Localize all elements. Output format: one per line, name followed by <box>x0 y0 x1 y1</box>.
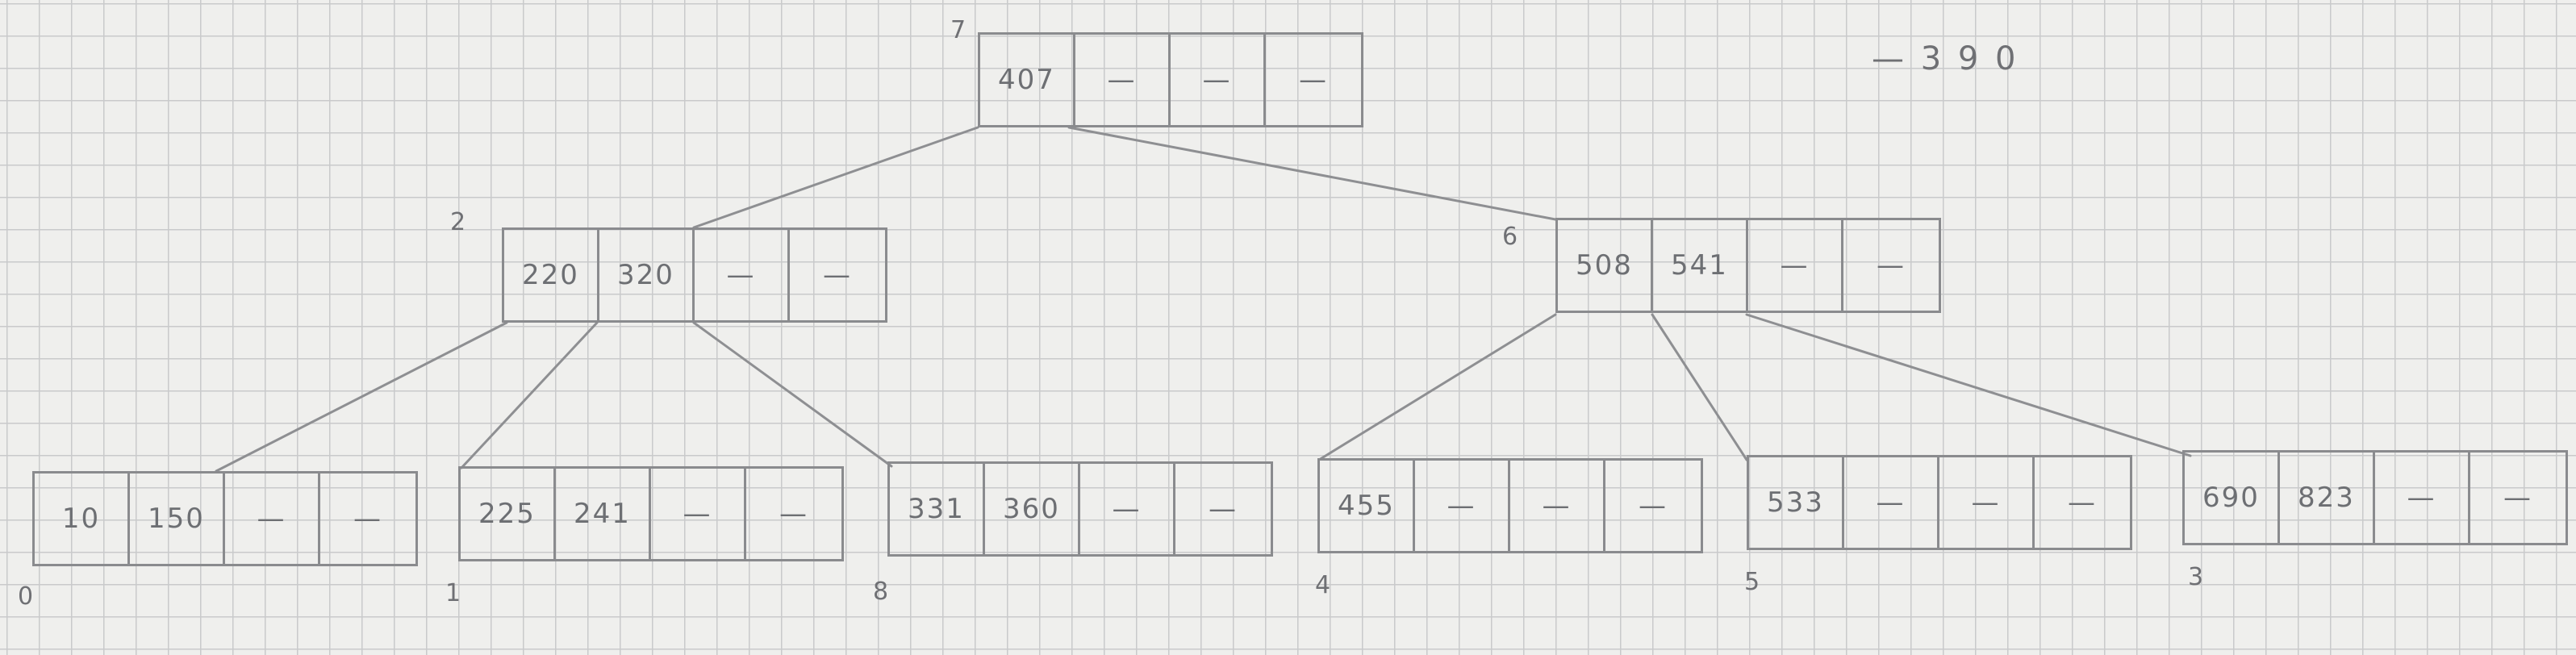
key-cell: 360 <box>985 464 1080 554</box>
annotation-note: — 3 9 0 <box>1872 40 2019 77</box>
key-cell: 320 <box>599 230 695 320</box>
node-label: 3 <box>2188 563 2204 591</box>
key-cell: — <box>1877 249 1906 282</box>
key-cell: — <box>1171 35 1266 125</box>
edge-2-to-8 <box>692 321 893 468</box>
key-cell: — <box>1748 220 1843 311</box>
key-cell: — <box>1075 35 1171 125</box>
node-label: 6 <box>1502 223 1518 251</box>
node-label: 2 <box>450 208 466 236</box>
edge-7-to-6 <box>1067 126 1557 221</box>
key-cell: — <box>779 498 808 530</box>
key-cell: — <box>1639 490 1668 522</box>
key-cell: — <box>2503 482 2532 514</box>
key-cell: 823 <box>2280 453 2375 543</box>
btree-node: 407 — — — <box>978 32 1363 127</box>
btree-node: 508 541 — — <box>1555 218 1941 313</box>
key-cell: — <box>651 469 746 559</box>
node-label: 5 <box>1744 568 1760 596</box>
key-cell: 407 <box>980 35 1075 125</box>
edge-6-to-5 <box>1651 313 1748 461</box>
key-cell: 541 <box>1653 220 1748 311</box>
key-cell: — <box>2375 453 2470 543</box>
btree-node: 225 241 — — <box>458 466 844 561</box>
key-cell: 455 <box>1320 461 1415 551</box>
btree-node: 220 320 — — <box>502 227 887 323</box>
btree-node: 690 823 — — <box>2182 450 2568 545</box>
key-cell: 241 <box>556 469 651 559</box>
key-cell: 225 <box>461 469 556 559</box>
node-label: 4 <box>1315 571 1331 599</box>
edge-7-to-2 <box>692 126 979 229</box>
edge-6-to-4 <box>1317 313 1557 461</box>
node-label: 1 <box>445 579 461 607</box>
key-cell: — <box>225 474 320 564</box>
edge-2-to-0 <box>215 321 508 473</box>
key-cell: — <box>1939 457 2035 548</box>
key-cell: — <box>2068 486 2097 519</box>
key-cell: — <box>695 230 790 320</box>
key-cell: 10 <box>35 474 130 564</box>
node-label: 7 <box>950 16 967 44</box>
btree-node: 331 360 — — <box>887 461 1273 557</box>
btree-node: 533 — — — <box>1747 455 2132 550</box>
key-cell: — <box>1844 457 1939 548</box>
node-label: 0 <box>18 582 34 611</box>
edge-6-to-3 <box>1745 313 2192 457</box>
key-cell: — <box>1415 461 1510 551</box>
btree-node: 455 — — — <box>1317 458 1703 553</box>
key-cell: — <box>1299 64 1328 96</box>
tree-edges <box>215 126 2192 473</box>
key-cell: 533 <box>1749 457 1844 548</box>
key-cell: — <box>353 503 382 535</box>
key-cell: — <box>1080 464 1175 554</box>
key-cell: — <box>1510 461 1605 551</box>
key-cell: — <box>823 259 852 291</box>
key-cell: 508 <box>1558 220 1653 311</box>
key-cell: 150 <box>130 474 225 564</box>
edge-2-to-1 <box>460 321 599 469</box>
node-label: 8 <box>873 578 889 606</box>
key-cell: 690 <box>2185 453 2280 543</box>
key-cell: — <box>1209 493 1238 525</box>
key-cell: 220 <box>504 230 599 320</box>
key-cell: 331 <box>890 464 985 554</box>
btree-node: 10 150 — — <box>32 471 418 566</box>
